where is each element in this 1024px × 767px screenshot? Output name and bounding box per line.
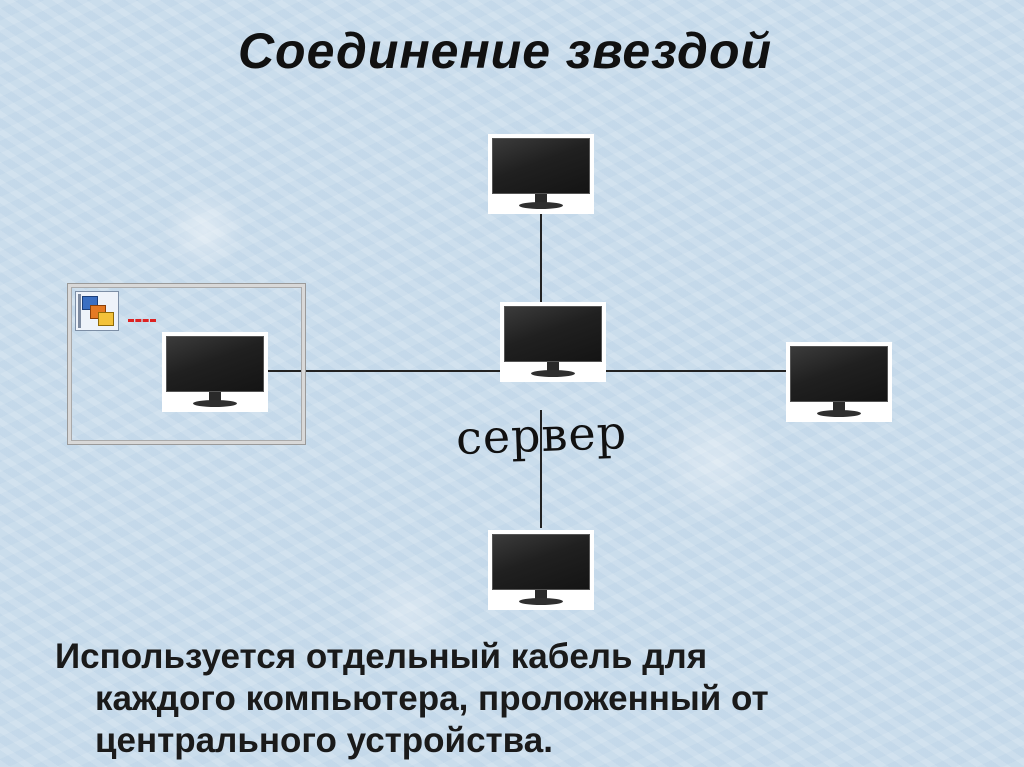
computer-right[interactable]	[786, 342, 892, 422]
wire-center-left	[268, 370, 504, 372]
server-label: сервер	[455, 405, 628, 465]
group-objects-icon[interactable]	[75, 291, 119, 331]
description-line: каждого компьютера, проложенный от	[95, 679, 769, 718]
computer-top[interactable]	[488, 134, 594, 214]
description-line: Используется отдельный кабель для	[55, 637, 708, 676]
monitor-icon	[790, 346, 888, 402]
computer-center-server[interactable]	[500, 302, 606, 382]
monitor-icon	[492, 138, 590, 194]
monitor-icon	[504, 306, 602, 362]
description-line: центрального устройства.	[95, 721, 553, 760]
monitor-icon	[166, 336, 264, 392]
wire-center-bottom	[540, 410, 542, 528]
computer-bottom[interactable]	[488, 530, 594, 610]
wire-center-top	[540, 212, 542, 330]
wire-center-right	[606, 370, 788, 372]
slide-title: Соединение звездой	[237, 23, 773, 79]
dashed-marker	[128, 319, 156, 322]
selection-frame[interactable]	[67, 283, 306, 445]
monitor-icon	[492, 534, 590, 590]
description-text: Используется отдельный кабель для каждог…	[55, 636, 915, 762]
computer-left[interactable]	[162, 332, 268, 412]
